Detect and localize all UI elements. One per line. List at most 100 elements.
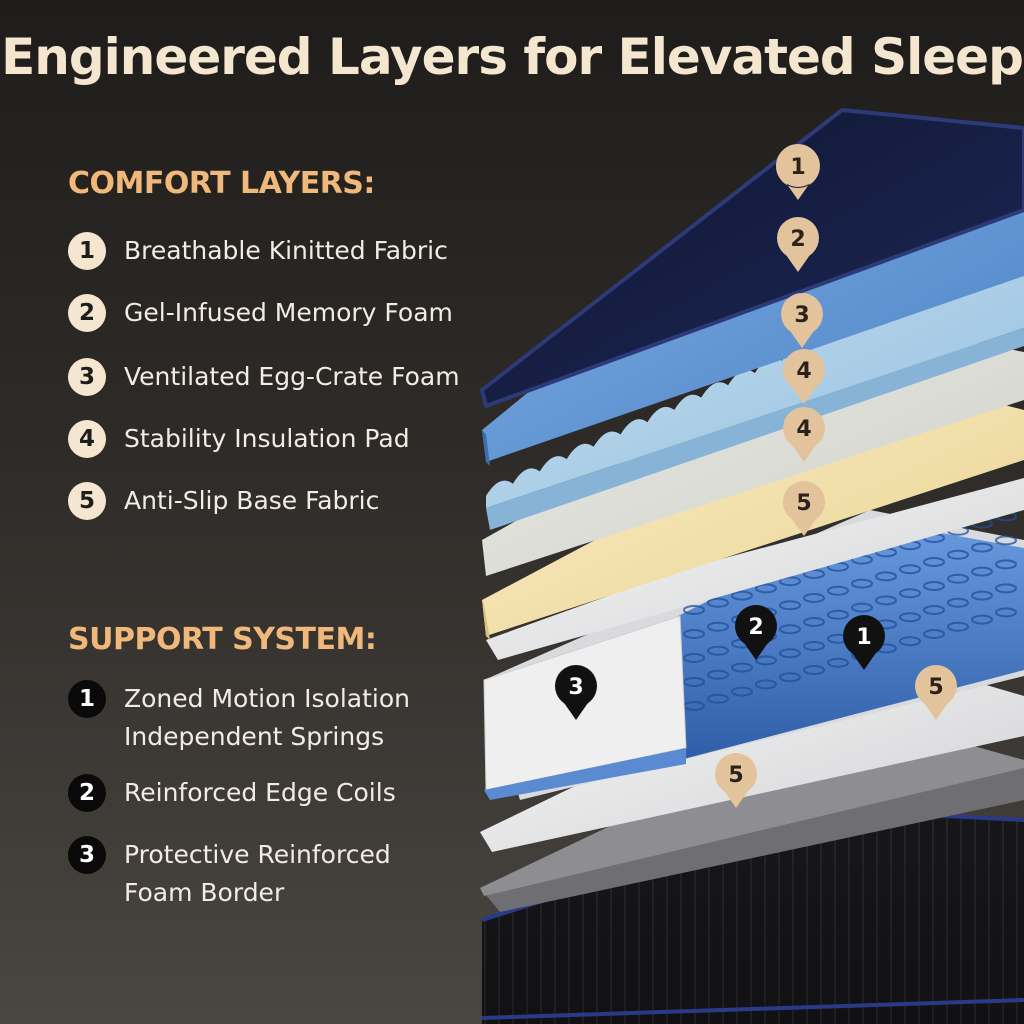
- number-badge: 3: [68, 836, 106, 874]
- pin-number: 1: [856, 625, 871, 650]
- spring-coil: [803, 617, 825, 627]
- spring-coil: [995, 607, 1017, 618]
- spring-coil: [995, 559, 1017, 570]
- callout-pin-4b: 4: [783, 407, 825, 462]
- spring-coil: [947, 597, 969, 608]
- support-item-2: 2 Reinforced Edge Coils: [68, 774, 468, 812]
- pin-number: 2: [790, 227, 805, 252]
- support-pin-1: 1: [843, 615, 885, 670]
- spring-coil: [827, 609, 849, 620]
- support-pin-2: 2: [735, 605, 777, 660]
- number-badge: 3: [68, 358, 106, 396]
- spring-coil: [707, 693, 729, 704]
- comfort-item-4: 4 Stability Insulation Pad: [68, 420, 468, 458]
- spring-coil: [923, 581, 945, 591]
- spring-coil: [899, 564, 921, 575]
- callout-pin-5b: 5: [915, 665, 957, 720]
- spring-coil: [875, 595, 897, 606]
- pin-number: 2: [748, 615, 763, 640]
- support-item-3: 3 Protective Reinforced Foam Border: [68, 836, 468, 912]
- spring-coil: [755, 583, 777, 594]
- spring-coil: [947, 621, 969, 632]
- spring-coil: [803, 641, 825, 651]
- spring-coil: [851, 578, 873, 589]
- spring-coil: [779, 576, 801, 587]
- spring-coil: [779, 648, 801, 659]
- number-badge: 5: [68, 482, 106, 520]
- page-title: Engineered Layers for Elevated Sleep: [1, 28, 1024, 86]
- comfort-item-label: Stability Insulation Pad: [124, 424, 410, 453]
- spring-coil: [947, 573, 969, 584]
- support-item-label: Protective Reinforced Foam Border: [124, 840, 391, 907]
- comfort-item-label: Ventilated Egg-Crate Foam: [124, 362, 460, 391]
- spring-coil: [971, 590, 993, 601]
- support-top-fabric: [486, 478, 1024, 660]
- number-badge: 4: [68, 420, 106, 458]
- spring-coil: [779, 672, 801, 683]
- callout-pin-5a: 5: [783, 481, 825, 536]
- number-badge: 2: [68, 774, 106, 812]
- spring-coil: [779, 624, 801, 635]
- pin-number: 4: [796, 417, 811, 442]
- number-badge: 2: [68, 294, 106, 332]
- callout-pin-3: 3: [781, 293, 823, 348]
- spring-coil: [731, 686, 753, 697]
- spring-coil: [827, 657, 849, 668]
- pin-number: 5: [728, 763, 743, 788]
- spring-coil: [923, 557, 945, 567]
- callout-pin-5c: 5: [715, 753, 757, 808]
- spring-coil: [971, 614, 993, 625]
- pin-number: 5: [796, 491, 811, 516]
- callout-pins: 1 2 3 4 4 5 5 5: [555, 144, 957, 808]
- spring-coil: [923, 605, 945, 615]
- support-pin-3: 3: [555, 665, 597, 720]
- spring-coil: [923, 629, 945, 639]
- comfort-item-label: Gel-Infused Memory Foam: [124, 298, 453, 327]
- callout-pin-4a: 4: [783, 349, 825, 404]
- support-system-heading: SUPPORT SYSTEM:: [68, 622, 377, 657]
- spring-coil: [899, 636, 921, 647]
- spring-coil: [683, 605, 705, 615]
- spring-coil: [803, 569, 825, 579]
- pin-number: 3: [794, 303, 809, 328]
- spring-coil: [803, 665, 825, 675]
- spring-coil: [707, 669, 729, 680]
- comfort-item-2: 2 Gel-Infused Memory Foam: [68, 294, 468, 332]
- spring-coil: [971, 566, 993, 577]
- spring-coil: [947, 549, 969, 560]
- support-item-label: Zoned Motion Isolation Independent Sprin…: [124, 684, 411, 751]
- base-mattress: [481, 807, 1024, 1024]
- spring-coil: [851, 602, 873, 613]
- spring-coil: [755, 655, 777, 666]
- spring-coil: [875, 571, 897, 582]
- spring-coil: [731, 590, 753, 601]
- spring-coil: [683, 629, 705, 639]
- comfort-item-5: 5 Anti-Slip Base Fabric: [68, 482, 468, 520]
- comfort-item-label: Anti-Slip Base Fabric: [124, 486, 380, 515]
- spring-coil: [971, 542, 993, 553]
- comfort-item-3: 3 Ventilated Egg-Crate Foam: [68, 358, 468, 396]
- spring-coil: [899, 588, 921, 599]
- spring-coil: [995, 535, 1017, 546]
- spring-coil: [779, 600, 801, 611]
- comfort-item-label: Breathable Kinitted Fabric: [124, 236, 448, 265]
- callout-pin-1: 1: [775, 144, 820, 200]
- pin-number: 3: [568, 675, 583, 700]
- comfort-layers-heading: COMFORT LAYERS:: [68, 166, 375, 201]
- mattress-layers-illustration: 1 2 3 4 4 5 5 5: [480, 108, 1024, 1024]
- number-badge: 1: [68, 680, 106, 718]
- spring-coil: [731, 662, 753, 673]
- spring-coil: [707, 645, 729, 656]
- pin-number: 4: [796, 359, 811, 384]
- spring-coil: [683, 653, 705, 663]
- comfort-item-1: 1 Breathable Kinitted Fabric: [68, 232, 468, 270]
- spring-coil: [683, 677, 705, 687]
- callout-pin-2: 2: [777, 217, 819, 272]
- pin-number: 1: [790, 155, 805, 180]
- support-item-label: Reinforced Edge Coils: [124, 778, 396, 807]
- spring-coil: [827, 585, 849, 596]
- spring-coil: [707, 597, 729, 608]
- support-item-1: 1 Zoned Motion Isolation Independent Spr…: [68, 680, 468, 756]
- pin-number: 5: [928, 675, 943, 700]
- number-badge: 1: [68, 232, 106, 270]
